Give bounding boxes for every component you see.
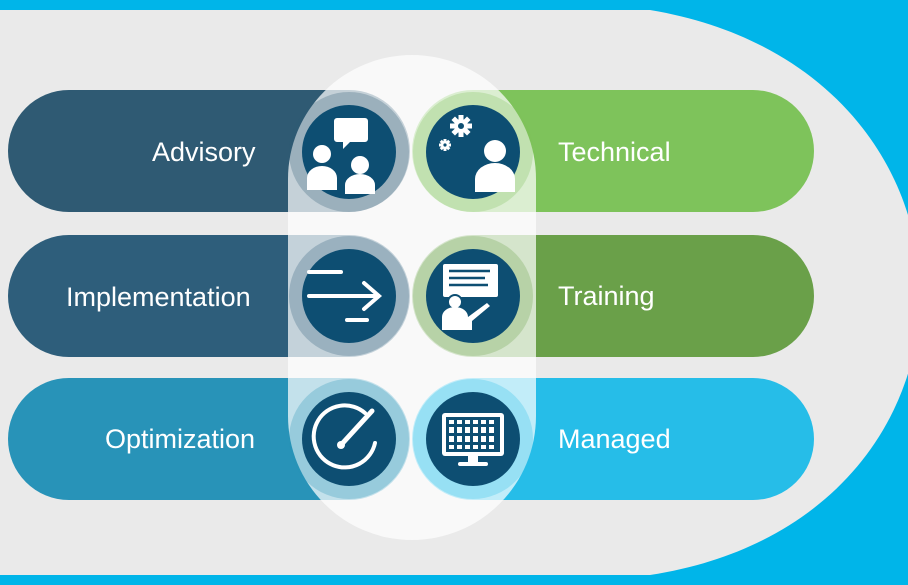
optimization-label: Optimization [105,424,256,454]
implementation-arrow-icon [307,270,383,322]
advisory-people-chat-icon [307,118,375,194]
managed-monitor-icon [442,413,504,466]
technical-gears-person-icon [439,115,515,192]
training-label: Training [558,281,655,311]
advisory-label: Advisory [152,137,256,167]
training-presenter-icon [442,264,498,330]
managed-label: Managed [558,424,671,454]
technical-label: Technical [558,137,671,167]
optimization-gauge-icon [311,403,377,470]
implementation-label: Implementation [66,282,251,312]
